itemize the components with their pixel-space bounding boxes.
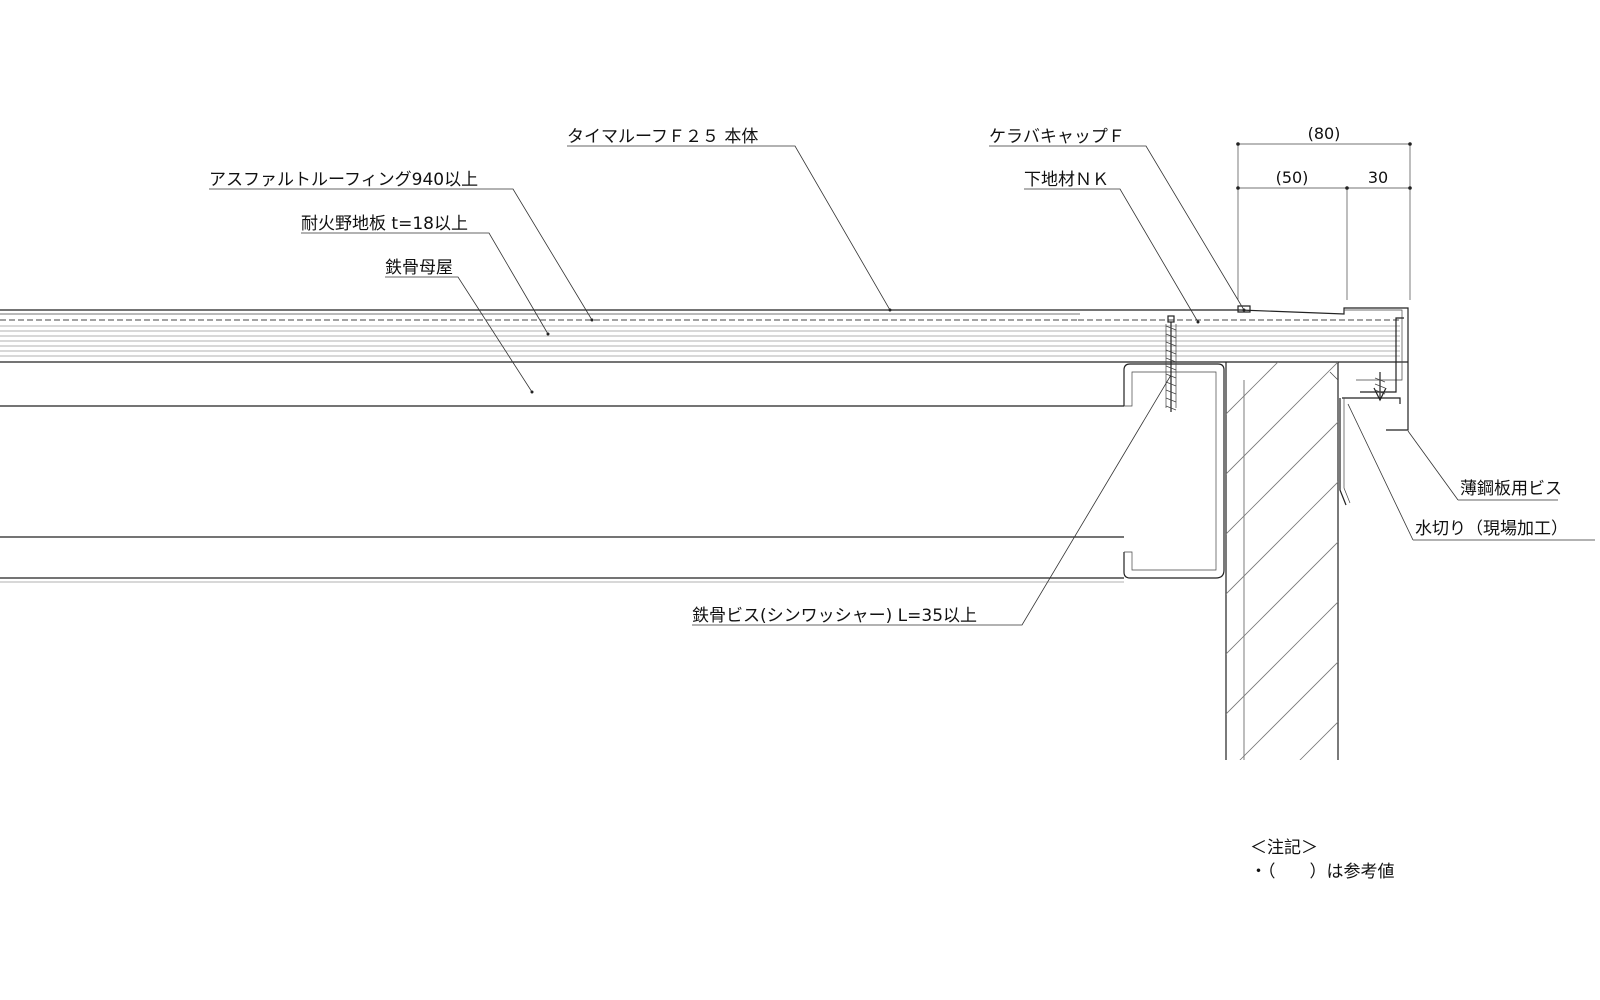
label-steel-purlin: 鉄骨母屋 — [385, 258, 453, 278]
label-base-material: 下地材ＮＫ — [1024, 170, 1109, 190]
notes-line-1: ・（ ）は参考値 — [1250, 862, 1395, 882]
flashing — [1339, 397, 1401, 506]
dimension-right: 30 — [1368, 168, 1388, 187]
leader-lines — [209, 145, 1595, 626]
verge-cap — [1237, 305, 1409, 431]
label-asphalt-roofing: アスファルトルーフィング940以上 — [209, 170, 478, 190]
wall-section — [1225, 362, 1339, 760]
label-flashing: 水切り（現場加工） — [1415, 519, 1568, 539]
label-roof-body: タイマルーフＦ２５ 本体 — [567, 127, 758, 147]
roof-layers — [0, 309, 1408, 363]
fire-resistant-board — [0, 325, 1408, 363]
label-steel-screw: 鉄骨ビス(シンワッシャー) L=35以上 — [692, 606, 977, 626]
dimension-total: (80) — [1308, 124, 1341, 143]
label-thin-steel-screw: 薄鋼板用ビス — [1460, 479, 1562, 499]
label-fire-board: 耐火野地板 t=18以上 — [301, 214, 468, 234]
steel-screw — [1165, 315, 1177, 412]
dimension-lines — [1236, 142, 1412, 300]
label-verge-cap: ケラバキャップＦ — [989, 127, 1125, 147]
steel-purlin — [0, 363, 1225, 583]
notes-title: ＜注記＞ — [1250, 838, 1318, 858]
dimension-left: (50) — [1276, 168, 1309, 187]
thin-steel-screw — [1373, 372, 1387, 402]
